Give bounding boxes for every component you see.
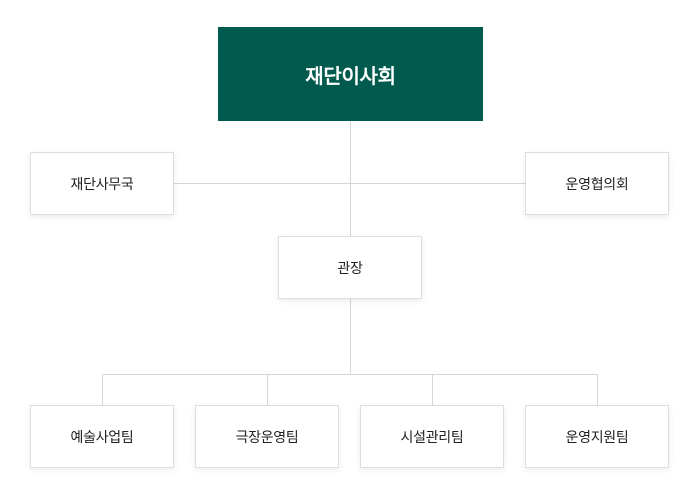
operating-council-label: 운영협의회 xyxy=(565,176,629,193)
connector-director-to-teams xyxy=(350,299,351,374)
connector-team-1 xyxy=(102,374,103,405)
team-label: 극장운영팀 xyxy=(235,429,299,446)
operating-council-box: 운영협의회 xyxy=(525,152,669,215)
director-box: 관장 xyxy=(278,236,422,299)
team-box-arts-projects: 예술사업팀 xyxy=(30,405,174,468)
foundation-secretariat-label: 재단사무국 xyxy=(70,176,134,193)
team-label: 예술사업팀 xyxy=(70,429,134,446)
connector-team-3 xyxy=(432,374,433,405)
connector-team-2 xyxy=(267,374,268,405)
team-label: 시설관리팀 xyxy=(400,429,464,446)
connector-side-units xyxy=(174,183,526,184)
team-box-theater-operations: 극장운영팀 xyxy=(195,405,339,468)
team-label: 운영지원팀 xyxy=(565,429,629,446)
connector-team-4 xyxy=(597,374,598,405)
board-of-directors-label: 재단이사회 xyxy=(305,63,396,88)
team-box-facility-management: 시설관리팀 xyxy=(360,405,504,468)
board-of-directors-box: 재단이사회 xyxy=(218,27,483,121)
team-box-operations-support: 운영지원팀 xyxy=(525,405,669,468)
connector-teams-bus xyxy=(102,374,598,375)
connector-top-to-director xyxy=(350,121,351,236)
director-label: 관장 xyxy=(337,260,363,277)
foundation-secretariat-box: 재단사무국 xyxy=(30,152,174,215)
